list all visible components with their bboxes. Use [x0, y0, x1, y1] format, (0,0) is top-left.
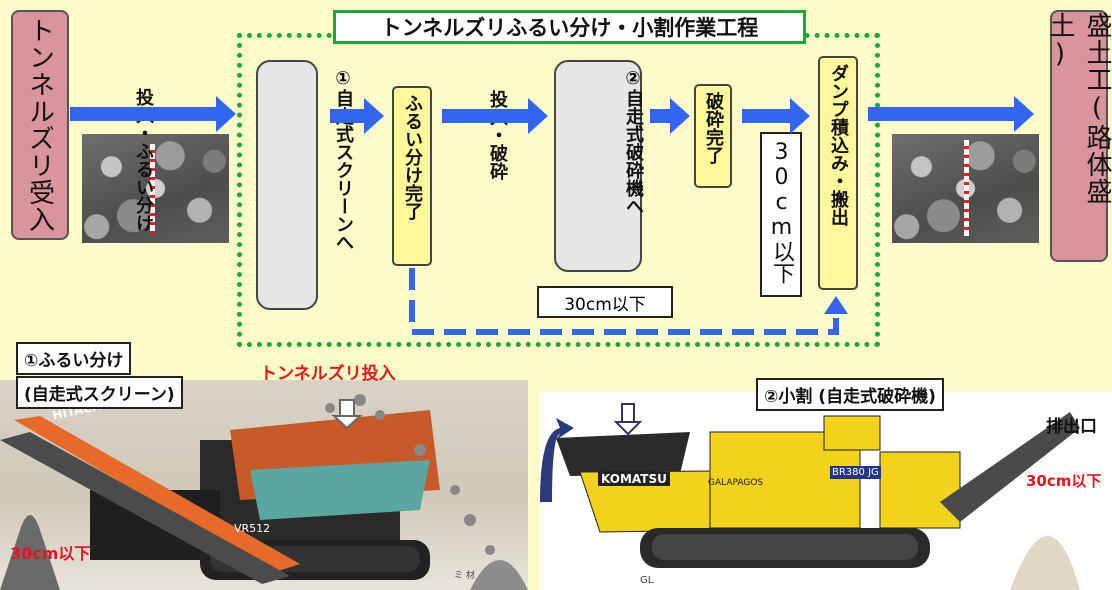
step1-text-1: 自走式スクリーンへ	[333, 89, 354, 251]
under30-vertical-box: 30cm以下	[760, 132, 802, 297]
galapagos-logo: GALAPAGOS	[708, 478, 764, 488]
panel1-subtitle: (自走式スクリーン)	[16, 376, 183, 409]
arrow-dump-to-embankment	[868, 96, 1034, 132]
arrow-step2-to-crush	[650, 98, 690, 134]
measuring-staff-right	[964, 140, 969, 236]
outlet-label: 排出口	[1046, 417, 1097, 437]
under30-vertical-label: 30cm以下	[769, 140, 794, 284]
right-under30: 30cm以下	[1026, 472, 1102, 490]
br-model-label: BR380 JG	[830, 466, 881, 479]
arrow-sieve-to-step2	[442, 98, 548, 134]
arrow-crush-to-dump	[742, 98, 810, 134]
embankment-label: 盛土工(路体盛土)	[1045, 12, 1112, 205]
embankment-box: 盛土工(路体盛土)	[1045, 10, 1112, 262]
step1-text-2: 投入・ふるい分け	[133, 88, 154, 232]
left-under30: 30cm以下	[10, 544, 91, 563]
dump-box: ダンプ積込み・搬出	[818, 56, 858, 290]
step1-number: ①	[335, 68, 351, 89]
gl-label: GL	[640, 575, 654, 586]
dump-label: ダンプ積込み・搬出	[828, 64, 849, 226]
measuring-staff-left	[150, 144, 155, 234]
sieve-done-box: ふるい分け完了	[392, 86, 432, 266]
scale-note: ミ 材	[454, 571, 475, 581]
crush-done-label: 破砕完了	[703, 92, 724, 164]
dash-route-label: 30cm以下	[537, 286, 673, 318]
step2-text-1: 自走式破砕機へ	[623, 89, 644, 215]
rock-photo-left	[82, 134, 229, 243]
panel2-title: ②小割 (自走式破砕機)	[756, 378, 944, 411]
screen-machine-illustration	[0, 394, 528, 590]
rock-photo-right	[892, 134, 1039, 243]
crush-done-box: 破砕完了	[694, 84, 732, 188]
dashed-route-arrowhead	[824, 296, 848, 314]
step2-number: ②	[625, 68, 641, 89]
step2-box: ② 自走式破砕機へ 投入・破砕	[487, 60, 644, 272]
arrow-step1-to-sieve	[330, 98, 384, 134]
crusher-machine-illustration	[540, 403, 1080, 590]
receive-label: トンネルズリ受入	[24, 17, 55, 233]
panel1-title: ①ふるい分け	[16, 342, 132, 375]
dashed-route-line	[409, 268, 839, 335]
receive-box: トンネルズリ受入	[11, 10, 69, 240]
komatsu-logo: KOMATSU	[598, 472, 670, 486]
process-title: トンネルズリふるい分け・小割作業工程	[333, 10, 806, 44]
zuri-input-label: トンネルズリ投入	[260, 364, 396, 384]
arrow-receive-to-step1	[70, 96, 236, 132]
step1-box: ① 自走式スクリーンへ 投入・ふるい分け	[133, 60, 354, 310]
vr-model-label: VR512	[234, 522, 271, 535]
sieve-done-label: ふるい分け完了	[402, 94, 423, 220]
